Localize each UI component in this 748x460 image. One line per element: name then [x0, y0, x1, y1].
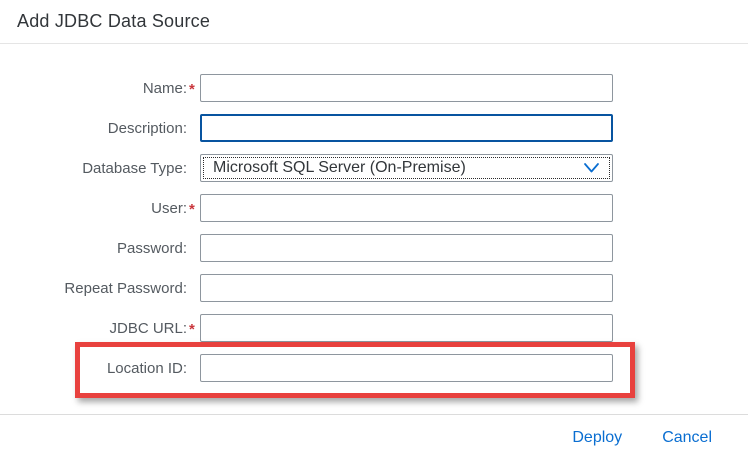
description-label: Description: [107, 119, 187, 137]
required-asterisk: * [189, 200, 195, 218]
location-id-input[interactable] [200, 354, 613, 382]
user-label: User:* [0, 200, 197, 218]
dialog-footer: Deploy Cancel [0, 414, 748, 460]
description-input[interactable] [200, 114, 613, 142]
dialog-header: Add JDBC Data Source [0, 0, 748, 44]
name-label: Name:* [0, 80, 197, 98]
database-type-select[interactable]: Microsoft SQL Server (On-Premise) [200, 154, 613, 182]
deploy-button[interactable]: Deploy [570, 427, 624, 449]
cancel-button[interactable]: Cancel [660, 427, 714, 449]
repeat-password-label: Repeat Password: [64, 279, 187, 297]
required-asterisk: * [189, 320, 195, 338]
jdbc-url-input[interactable] [200, 314, 613, 342]
dialog-form: Name:* Description: Database Type: Micro… [0, 44, 748, 414]
chevron-down-icon [583, 162, 600, 174]
field-row-database-type: Database Type: Microsoft SQL Server (On-… [0, 154, 748, 182]
field-row-location-id: Location ID: [0, 354, 748, 382]
location-id-label: Location ID: [106, 359, 187, 377]
name-input[interactable] [200, 74, 613, 102]
field-row-password: Password: [0, 234, 748, 262]
field-row-user: User:* [0, 194, 748, 222]
field-row-repeat-password: Repeat Password: [0, 274, 748, 302]
database-type-selected-value: Microsoft SQL Server (On-Premise) [213, 159, 466, 176]
repeat-password-input[interactable] [200, 274, 613, 302]
user-input[interactable] [200, 194, 613, 222]
field-row-description: Description: [0, 114, 748, 142]
database-type-label: Database Type: [82, 159, 187, 177]
field-row-name: Name:* [0, 74, 748, 102]
password-input[interactable] [200, 234, 613, 262]
dialog-title: Add JDBC Data Source [17, 11, 211, 31]
jdbc-url-label: JDBC URL:* [0, 320, 197, 338]
password-label: Password: [116, 239, 187, 257]
field-row-jdbc-url: JDBC URL:* [0, 314, 748, 342]
required-asterisk: * [189, 80, 195, 98]
